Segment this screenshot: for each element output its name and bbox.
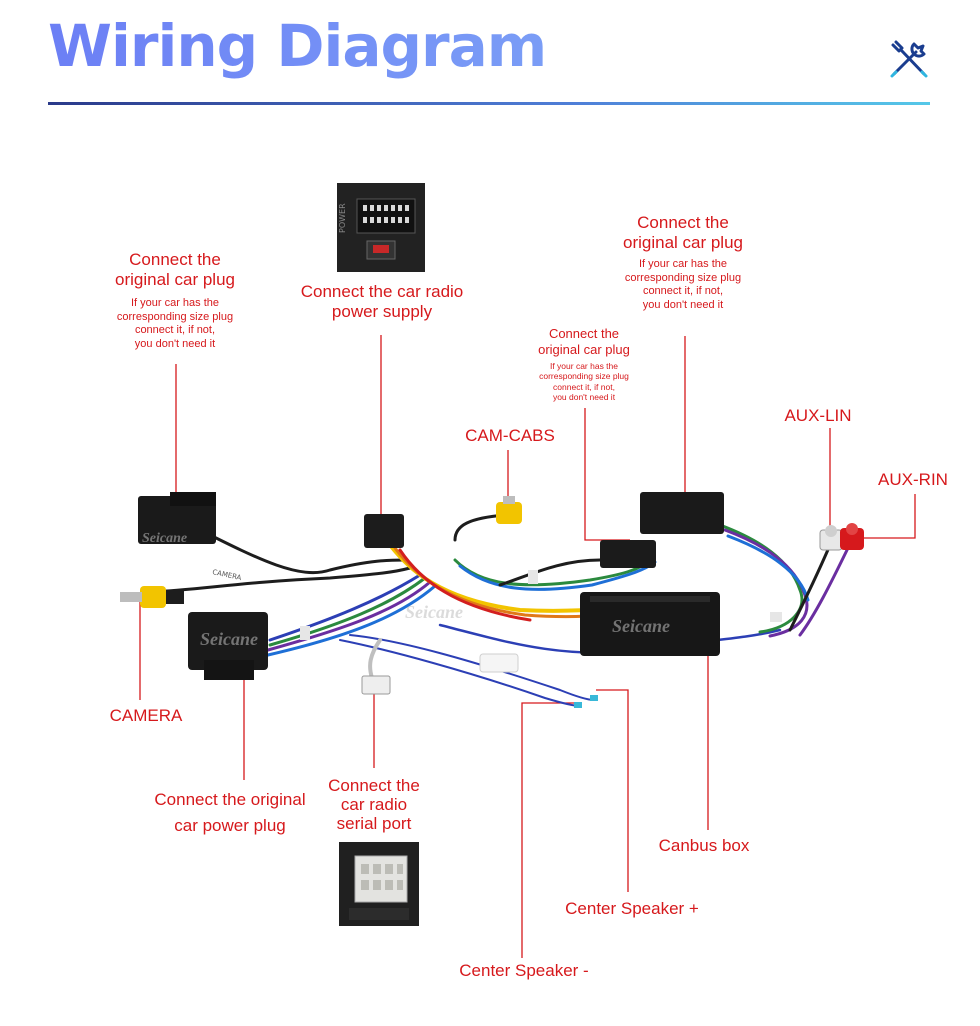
radio-power-plug (364, 514, 404, 548)
serial-port-label: Connect the car radio serial port (328, 776, 420, 834)
serial-port-photo (339, 842, 419, 926)
cam-cabs-label: CAM-CABS (465, 426, 555, 445)
mid-car-plug (600, 540, 656, 568)
serial-plug (361, 675, 391, 695)
watermark-2: Seicane (200, 629, 258, 649)
radio-power-label: Connect the car radio power supply (300, 282, 464, 322)
center-speaker-minus-label: Center Speaker - (459, 961, 589, 980)
mid-plug-label: Connect the original car plug If your ca… (522, 326, 646, 402)
mid-plug-note: If your car has the corresponding size p… (539, 361, 629, 402)
center-speaker-plus-label: Center Speaker + (565, 899, 699, 918)
right-car-plug (640, 492, 724, 534)
aux-rin-label: AUX-RIN (878, 470, 948, 489)
right-plug-note: If your car has the corresponding size p… (624, 257, 742, 312)
left-plug-title: Connect the original car plug (114, 250, 235, 290)
cam-cabs-rca (496, 502, 522, 524)
leader-canbus (650, 644, 709, 830)
leader-lines (139, 335, 916, 958)
left-plug-note: If your car has the corresponding size p… (116, 296, 234, 351)
power-side-text: POWER (338, 203, 347, 233)
left-car-plug (138, 496, 216, 544)
mid-plug-title: Connect the original car plug (538, 326, 630, 357)
canbus-box (580, 592, 720, 656)
canbus-box-label: Canbus box (658, 836, 750, 855)
leader-speaker-minus (521, 702, 580, 958)
car-power-plug-label: Connect the original car power plug (154, 790, 306, 836)
right-plug-label: Connect the original car plug If your ca… (598, 213, 768, 313)
tools-icon (890, 40, 928, 78)
aux-rin-rca (840, 528, 864, 550)
left-plug-label: Connect the original car plug If your ca… (90, 250, 260, 352)
leader-mid-plug (584, 408, 630, 541)
leader-aux-rin (862, 494, 916, 539)
power-plug-photo: POWER (337, 183, 425, 272)
page-title: Wiring Diagram (48, 12, 547, 80)
right-plug-title: Connect the original car plug (622, 213, 743, 253)
camera-rca (140, 586, 166, 608)
watermark-4: Seicane (612, 616, 670, 636)
harness-wires (148, 513, 850, 707)
leader-speaker-plus (596, 689, 629, 892)
header-divider (48, 102, 930, 105)
camera-cable-tag-text: CAMERA (212, 568, 243, 582)
watermark-1: Seicane (142, 531, 187, 546)
car-power-plug (188, 612, 268, 670)
watermark-3: Seicane (405, 602, 463, 622)
aux-lin-label: AUX-LIN (784, 406, 852, 425)
connectors (120, 492, 864, 708)
camera-label: CAMERA (109, 706, 183, 725)
